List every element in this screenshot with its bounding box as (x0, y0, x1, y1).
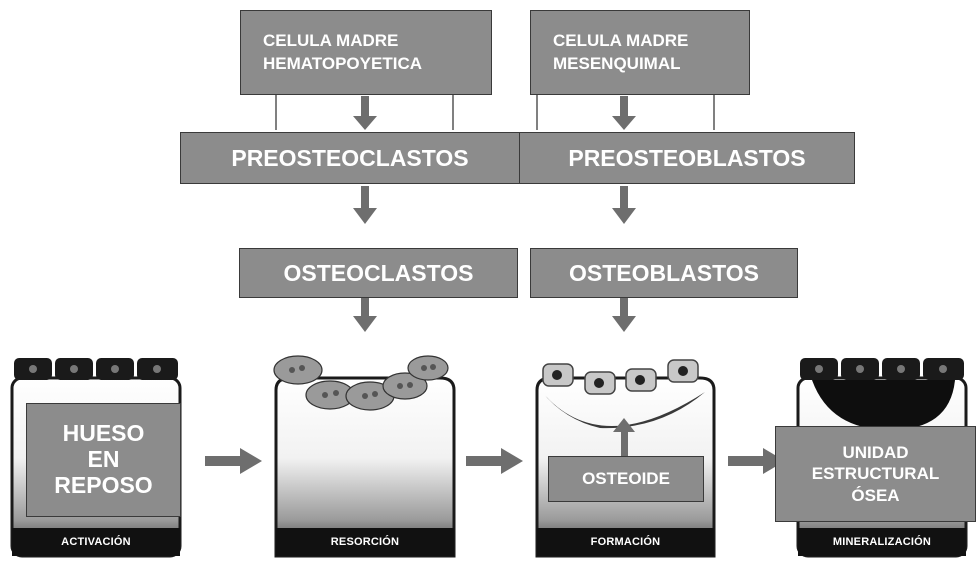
arrow-osteoblasts-to-formation (612, 298, 636, 332)
osteoclasts-label: OSTEOCLASTOS (283, 259, 474, 286)
mesenchymal-bracket (536, 95, 715, 130)
stage-label-resorption: RESORCIÓN (330, 536, 400, 548)
preosteoblasts-box: PREOSTEOBLASTOS (519, 132, 855, 184)
osteoclasts-box: OSTEOCLASTOS (239, 248, 518, 298)
vertical-arrows (353, 96, 636, 332)
arrow-mesenchymal-to-preosteoblasts (612, 96, 636, 130)
hematopoietic-bracket (275, 95, 454, 130)
osteoclast-nuclei (289, 364, 436, 399)
preosteoclasts-label: PREOSTEOCLASTOS (231, 144, 469, 171)
stage-resorption (273, 355, 456, 558)
osteoblasts-box: OSTEOBLASTOS (530, 248, 798, 298)
hematopoietic-stem-cell-label: CELULA MADRE HEMATOPOYETICA (263, 30, 422, 73)
stage-label-activation: ACTIVACIÓN (61, 536, 131, 548)
mesenchymal-stem-cell-box: CELULA MADRE MESENQUIMAL (530, 10, 750, 95)
mesenchymal-stem-cell-label: CELULA MADRE MESENQUIMAL (553, 30, 689, 73)
arrow-osteoid-up (613, 418, 635, 456)
stage-label-mineralization: MINERALIZACIÓN (832, 536, 932, 548)
arrow-activation-to-resorption (205, 448, 262, 474)
resting-bone-label: HUESO EN REPOSO (54, 420, 153, 498)
osteoclast-cells (273, 355, 449, 411)
osteoid-label: OSTEOIDE (582, 469, 670, 488)
structural-unit-box: UNIDAD ESTRUCTURAL ÓSEA (775, 426, 976, 522)
stage-label-formation: FORMACIÓN (590, 536, 661, 548)
osteoblasts-label: OSTEOBLASTOS (569, 259, 759, 286)
arrow-formation-to-mineralization (728, 448, 785, 474)
preosteoclasts-box: PREOSTEOCLASTOS (180, 132, 520, 184)
osteoid-box: OSTEOIDE (548, 456, 704, 502)
horizontal-arrows (205, 448, 785, 474)
arrow-osteoclasts-to-resorption (353, 298, 377, 332)
arrow-resorption-to-formation (466, 448, 523, 474)
arrow-preosteoclasts-to-osteoclasts (353, 186, 377, 224)
hematopoietic-stem-cell-box: CELULA MADRE HEMATOPOYETICA (240, 10, 492, 95)
arrow-preosteoblasts-to-osteoblasts (612, 186, 636, 224)
preosteoblasts-label: PREOSTEOBLASTOS (568, 144, 806, 171)
structural-unit-label: UNIDAD ESTRUCTURAL ÓSEA (811, 443, 940, 505)
arrow-hematopoietic-to-preosteoclasts (353, 96, 377, 130)
resting-bone-box: HUESO EN REPOSO (26, 403, 181, 517)
